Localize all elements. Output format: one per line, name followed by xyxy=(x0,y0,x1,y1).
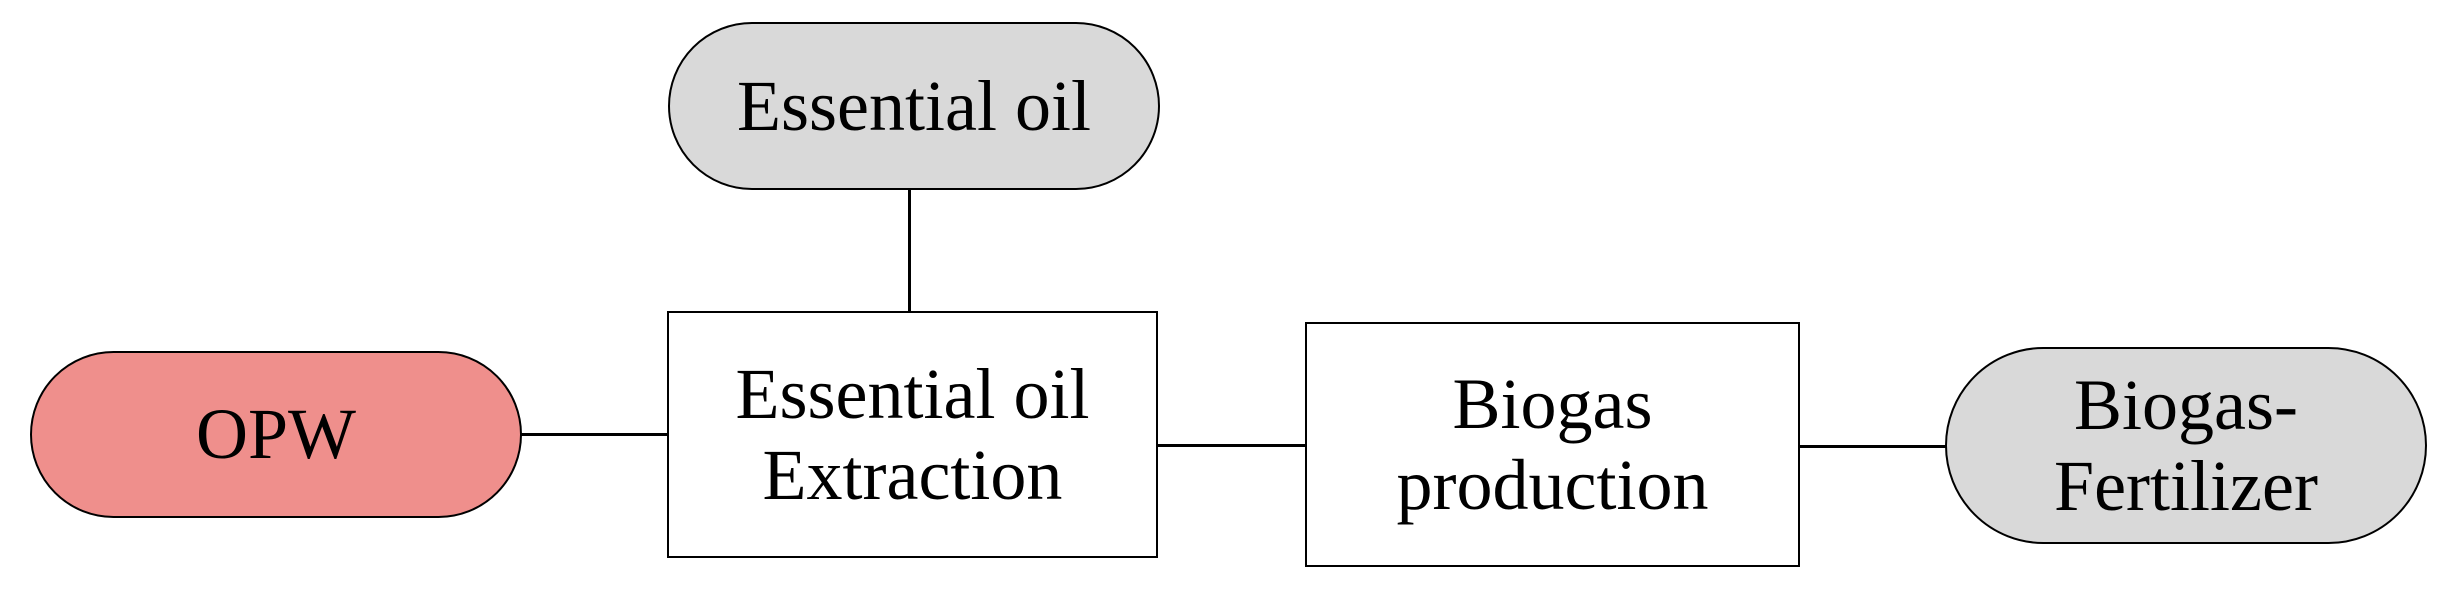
essential-oil-node: Essential oil xyxy=(668,22,1160,190)
biogas-fertilizer-node-line-2: Fertilizer xyxy=(2054,445,2318,526)
opw-node: OPW xyxy=(30,351,522,518)
biogas-production-node-line-2: production xyxy=(1396,444,1709,525)
essential-oil-node-line-1: Essential oil xyxy=(737,65,1091,146)
connector-essential-oil-to-extraction xyxy=(908,188,911,312)
biogas-fertilizer-node-line-1: Biogas- xyxy=(2074,364,2298,445)
essential-oil-extraction-node: Essential oil Extraction xyxy=(667,311,1158,558)
connector-biogas-production-to-fertilizer xyxy=(1798,445,1946,448)
biogas-production-node: Biogas production xyxy=(1305,322,1800,567)
essential-oil-extraction-node-line-2: Extraction xyxy=(762,434,1063,515)
connector-extraction-to-biogas-production xyxy=(1156,444,1306,447)
biogas-fertilizer-node: Biogas- Fertilizer xyxy=(1945,347,2427,544)
biogas-production-node-line-1: Biogas xyxy=(1452,363,1653,444)
opw-node-line-1: OPW xyxy=(196,394,356,475)
connector-opw-to-extraction xyxy=(520,433,668,436)
essential-oil-extraction-node-line-1: Essential oil xyxy=(735,353,1090,434)
